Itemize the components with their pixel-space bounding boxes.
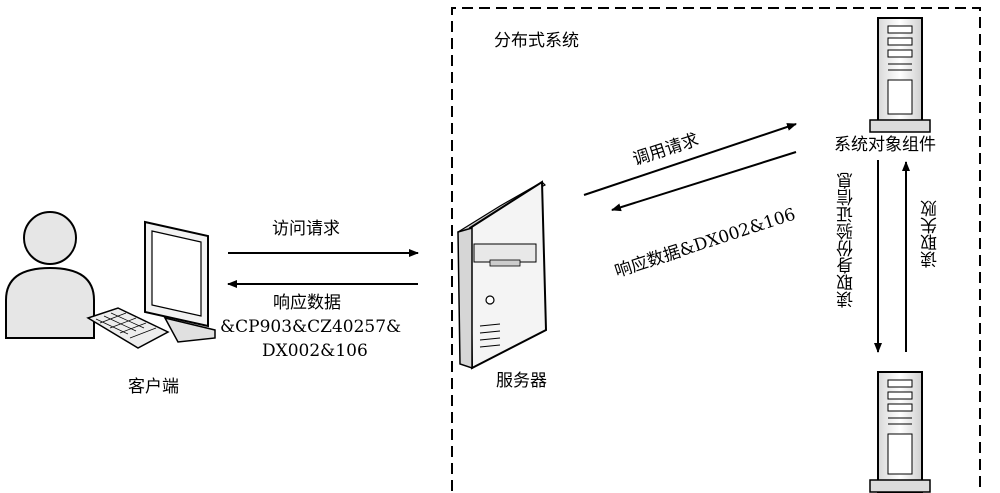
read-failure-label: 读取失败 bbox=[921, 200, 941, 268]
storage-server-icon bbox=[869, 371, 931, 493]
read-identity-label: 读取身份验证信息 bbox=[837, 172, 857, 308]
call-response-arrow bbox=[611, 151, 797, 212]
response-label-line1: 响应数据 bbox=[273, 293, 341, 313]
system-object-component-icon bbox=[869, 17, 931, 133]
server-label: 服务器 bbox=[496, 371, 547, 391]
client-user-icon bbox=[5, 211, 95, 339]
call-request-arrow bbox=[583, 123, 797, 196]
response-label-line3: DX002&106 bbox=[262, 341, 368, 361]
distributed-system-label: 分布式系统 bbox=[494, 31, 579, 51]
client-label: 客户端 bbox=[128, 377, 179, 397]
access-request-label: 访问请求 bbox=[272, 219, 340, 239]
system-object-component-label: 系统对象组件 bbox=[834, 135, 936, 155]
response-label-line2: &CP903&CZ40257& bbox=[220, 317, 402, 337]
client-computer-icon bbox=[86, 220, 216, 349]
server-icon bbox=[457, 180, 548, 370]
distributed-system-boundary bbox=[451, 7, 981, 491]
